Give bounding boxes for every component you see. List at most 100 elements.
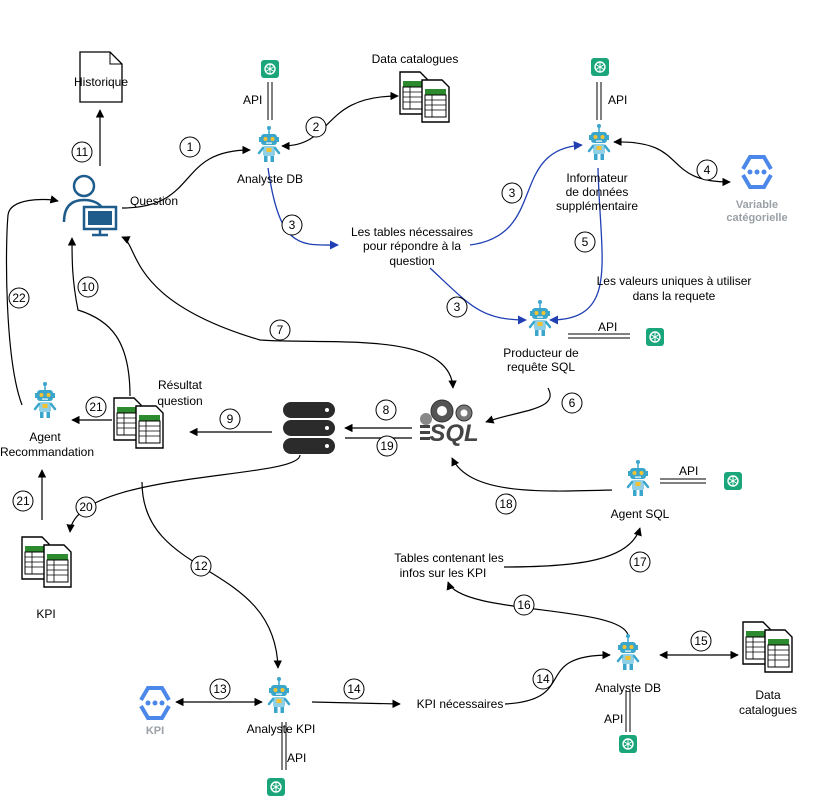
analyste-db-top-robot-icon: [257, 124, 281, 164]
analyste-db-top-openai-icon: [260, 59, 280, 79]
step-marker: 7: [269, 319, 291, 341]
data-catalogues-top-label: Data catalogues: [372, 52, 459, 66]
step-marker: 14: [532, 668, 554, 690]
resultat-label-2: question: [157, 394, 202, 408]
svg-text:13: 13: [213, 682, 227, 696]
step-marker: 21: [12, 490, 34, 512]
producteur-label-2: requête SQL: [507, 360, 575, 374]
api-label-2: API: [608, 93, 627, 107]
step-marker: 9: [219, 408, 241, 430]
step-marker: 17: [629, 551, 651, 573]
svg-text:7: 7: [277, 323, 284, 337]
sql-gears-icon: SQL: [420, 399, 479, 447]
data-catalogues-bottom-label-1: Data: [755, 688, 781, 702]
tables-kpi-label-1: Tables contenant les: [394, 551, 503, 565]
kpi-gcp-icon: [139, 686, 171, 720]
svg-text:16: 16: [517, 598, 531, 612]
svg-text:SQL: SQL: [429, 420, 478, 447]
svg-text:15: 15: [694, 634, 708, 648]
tables-kpi-label-2: infos sur les KPI: [400, 566, 487, 580]
user-computer-icon: [62, 174, 118, 237]
svg-text:14: 14: [536, 672, 550, 686]
informateur-robot-icon: [587, 122, 611, 162]
step-marker: 6: [561, 392, 583, 414]
step-marker: 3: [446, 296, 468, 318]
producteur-label-1: Producteur de: [503, 346, 579, 360]
api-label-3: API: [598, 320, 617, 334]
api-label-1: API: [243, 93, 262, 107]
svg-text:5: 5: [582, 235, 589, 249]
tables-necessaires-label-1: Les tables nécessaires: [351, 225, 473, 239]
svg-text:21: 21: [89, 400, 103, 414]
step-marker: 15: [690, 630, 712, 652]
step-marker: 13: [209, 678, 231, 700]
valeurs-uniques-label-2: dans la requete: [633, 289, 716, 303]
data-catalogues-bottom-spreadsheet-icon: [742, 621, 793, 673]
step-marker: 19: [376, 435, 398, 457]
step-marker: 2: [305, 116, 327, 138]
analyste-kpi-openai-icon: [266, 777, 286, 797]
informateur-label-1: Informateur: [566, 171, 627, 185]
svg-text:12: 12: [194, 559, 208, 573]
svg-text:11: 11: [76, 145, 89, 159]
svg-text:4: 4: [704, 163, 711, 177]
svg-text:8: 8: [383, 403, 390, 417]
agent-recommandation-robot-icon: [33, 380, 57, 420]
step-markers: 1 2 3 3 3 4 5 6 7 8 19 9 10 11 12 13 14 …: [8, 116, 718, 700]
question-label: Question: [130, 194, 178, 208]
variable-categorielle-label-2: catégorielle: [726, 212, 787, 224]
svg-text:2: 2: [313, 120, 320, 134]
variable-categorielle-gcp-icon: [741, 155, 773, 189]
step-marker: 20: [75, 496, 97, 518]
data-catalogues-top-spreadsheet-icon: [399, 71, 450, 123]
tables-necessaires-label-2: pour répondre à la: [363, 239, 461, 253]
analyste-kpi-robot-icon: [267, 675, 291, 715]
informateur-openai-icon: [590, 57, 610, 77]
svg-text:21: 21: [16, 494, 30, 508]
api-label-5: API: [604, 712, 623, 726]
analyste-db-bottom-robot-icon: [616, 632, 640, 672]
step-marker: 8: [375, 399, 397, 421]
step-marker: 3: [501, 182, 523, 204]
svg-text:3: 3: [289, 218, 296, 232]
analyste-db-bottom-label: Analyste DB: [595, 681, 661, 695]
step-marker: 1: [179, 136, 201, 158]
analyste-db-top-label: Analyste DB: [237, 172, 303, 186]
agent-sql-openai-icon: [723, 471, 743, 491]
svg-text:6: 6: [569, 396, 576, 410]
agent-recommandation-label-2: Recommandation: [0, 445, 94, 459]
database-icon: [283, 402, 335, 454]
agent-sql-robot-icon: [626, 458, 650, 498]
step-marker: 22: [8, 287, 30, 309]
svg-text:19: 19: [380, 439, 394, 453]
step-marker: 14: [343, 678, 365, 700]
historique-label: Historique: [74, 75, 128, 89]
step-marker: 10: [77, 276, 99, 298]
analyste-db-bottom-openai-icon: [618, 734, 638, 754]
svg-text:17: 17: [633, 555, 647, 569]
step-marker: 11: [71, 141, 93, 163]
informateur-label-3: supplémentaire: [556, 199, 638, 213]
svg-text:1: 1: [187, 140, 194, 154]
svg-text:18: 18: [499, 497, 513, 511]
api-label-6: API: [287, 751, 306, 765]
kpi-gcp-label: KPI: [146, 725, 164, 737]
svg-text:14: 14: [347, 682, 361, 696]
step-marker: 3: [281, 214, 303, 236]
svg-text:10: 10: [81, 280, 95, 294]
producteur-openai-icon: [645, 327, 665, 347]
step-marker: 21: [85, 396, 107, 418]
variable-categorielle-label-1: Variable: [736, 199, 778, 211]
analyste-kpi-label: Analyste KPI: [247, 722, 316, 736]
svg-text:20: 20: [79, 500, 93, 514]
step-marker: 16: [513, 594, 535, 616]
step-marker: 4: [696, 159, 718, 181]
kpi-necessaires-label: KPI nécessaires: [417, 697, 504, 711]
api-connectors: [267, 82, 706, 770]
kpi-doc-label: KPI: [36, 607, 55, 621]
agent-recommandation-label-1: Agent: [29, 430, 61, 444]
resultat-spreadsheet-icon: [113, 397, 164, 449]
historique-file-icon: [79, 51, 123, 103]
step-marker: 18: [495, 493, 517, 515]
